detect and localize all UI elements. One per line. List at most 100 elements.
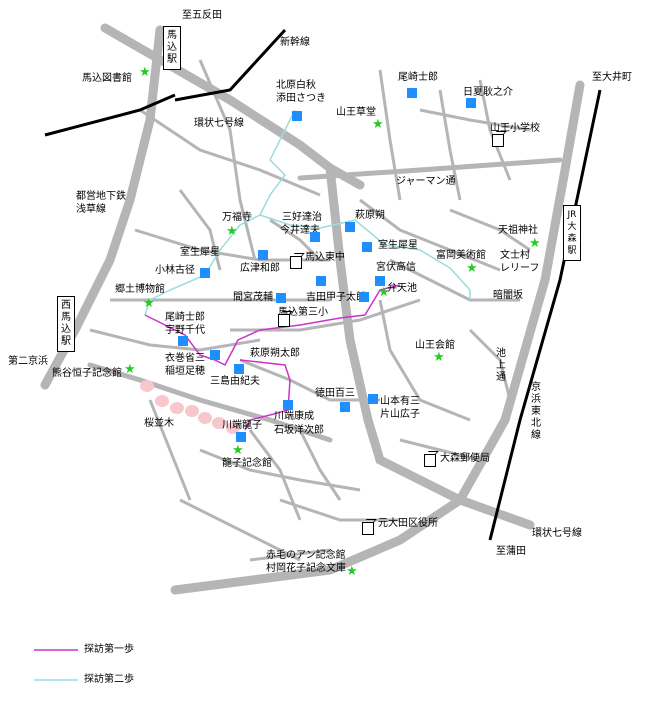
star-marker[interactable]: ★ [466, 261, 478, 276]
label-muro: 室生犀星 [180, 247, 220, 258]
star-marker[interactable]: ★ [124, 362, 136, 377]
label-kobayashi: 小林古径 [155, 265, 195, 276]
label-ikegami: 池上通 [496, 348, 506, 383]
railway-keihin-tohoku [488, 89, 602, 541]
label-jerman: ジャーマン通 [396, 176, 456, 187]
railway-shinkansen [174, 28, 287, 102]
legend-label-walk2: 探訪第二歩 [84, 674, 134, 685]
building-marker[interactable] [362, 522, 374, 535]
label-komada: 宮伏高信 [376, 262, 416, 273]
house-marker[interactable] [236, 432, 246, 442]
label-tomioka: 富岡美術館 [436, 250, 486, 261]
road-jerman [297, 157, 563, 181]
label-omori-post: 大森郵便局 [440, 453, 490, 464]
label-mishima: 三島由紀夫 [210, 376, 260, 387]
house-marker[interactable] [200, 268, 210, 278]
label-north-station-dir: 至五反田 [182, 10, 222, 21]
label-higashi-naka: 馬込東中 [305, 252, 345, 263]
house-marker[interactable] [258, 250, 268, 260]
label-muro2: 室生犀星 [378, 240, 418, 251]
label-mamiya: 間宮茂輔 [233, 292, 273, 303]
cherry-tree [226, 422, 240, 434]
label-manpukuji: 万福寺 [222, 212, 252, 223]
house-marker[interactable] [178, 336, 188, 346]
label-tokuda: 徳田百三 [315, 388, 355, 399]
house-marker[interactable] [316, 276, 326, 286]
label-kinugasa: 衣巻省三 [165, 353, 205, 364]
label-hinatsu: 日夏耿之介 [463, 87, 513, 98]
cherry-tree [212, 417, 226, 429]
house-marker[interactable] [292, 111, 302, 121]
label-oimachi: 至大井町 [592, 72, 632, 83]
station-omori[interactable]: JR大森駅 [563, 205, 581, 261]
house-marker[interactable] [345, 222, 355, 232]
label-second-keihin: 第二京浜 [8, 356, 48, 367]
label-ishizaka: 石坂洋次郎 [274, 425, 324, 436]
star-marker[interactable]: ★ [143, 296, 155, 311]
road-southwest [87, 362, 333, 443]
building-marker[interactable] [278, 314, 290, 327]
label-asakusa2: 浅草線 [76, 204, 106, 215]
house-marker[interactable] [359, 292, 369, 302]
label-benten: 弁天池 [387, 283, 417, 294]
house-marker[interactable] [210, 350, 220, 360]
label-asakusa1: 都営地下鉄 [76, 191, 126, 202]
cherry-tree [140, 380, 154, 392]
label-inagaki: 稲垣足穂 [165, 366, 205, 377]
star-marker[interactable]: ★ [346, 564, 358, 579]
label-kitahara: 北原白秋 [276, 80, 316, 91]
house-marker[interactable] [283, 400, 293, 410]
label-magome-es: 馬込第三小 [278, 307, 328, 318]
label-hagiwara2: 萩原朔太郎 [250, 348, 300, 359]
star-marker[interactable]: ★ [372, 117, 384, 132]
label-ozaki: 尾崎士郎 [398, 72, 438, 83]
star-marker[interactable]: ★ [378, 285, 390, 300]
railway-asakusa [44, 93, 176, 137]
building-marker[interactable] [424, 454, 436, 467]
house-marker[interactable] [234, 364, 244, 374]
cherry-tree [185, 405, 199, 417]
label-sakura: 桜並木 [144, 418, 174, 429]
star-marker[interactable]: ★ [226, 224, 238, 239]
label-yoshida: 吉田甲子太郎 [306, 292, 366, 303]
star-marker[interactable]: ★ [232, 443, 244, 458]
star-marker[interactable]: ★ [139, 65, 151, 80]
star-marker[interactable]: ★ [529, 236, 541, 251]
cherry-tree [170, 402, 184, 414]
label-hirotsu: 広津和郎 [240, 263, 280, 274]
label-miyoshi: 三好達治 [282, 212, 322, 223]
station-magome[interactable]: 馬込駅 [163, 26, 181, 70]
label-ryuta: 添田さつき [276, 93, 326, 104]
house-marker[interactable] [362, 242, 372, 252]
house-marker[interactable] [340, 402, 350, 412]
railways [44, 28, 602, 541]
label-keihin-tohoku: 京浜東北線 [531, 382, 541, 441]
label-kawabata: 川端康成 [274, 411, 314, 422]
building-marker[interactable] [492, 134, 504, 147]
label-imai: 今井達夫 [280, 225, 320, 236]
label-ozaki2: 尾崎士郎 [165, 312, 205, 323]
label-kamata: 至蒲田 [496, 546, 526, 557]
label-kyodo: 郷土博物館 [115, 284, 165, 295]
route-walk1 [144, 284, 401, 431]
house-marker[interactable] [276, 293, 286, 303]
label-bunshimura1: 文士村 [500, 250, 530, 261]
star-marker[interactable]: ★ [433, 350, 445, 365]
house-marker[interactable] [407, 88, 417, 98]
building-marker[interactable] [290, 256, 302, 269]
cherry-tree [198, 412, 212, 424]
legend-label-walk1: 探訪第一歩 [84, 644, 134, 655]
cherry-tree [155, 395, 169, 407]
house-marker[interactable] [466, 98, 476, 108]
house-marker[interactable] [375, 276, 385, 286]
label-anne1: 赤毛のアン記念館 [266, 550, 346, 561]
label-kawabata-ryushi: 川端龍子 [222, 420, 262, 431]
label-bunshimura2: レリーフ [500, 263, 540, 274]
house-marker[interactable] [310, 232, 320, 242]
label-hagiwara: 萩原朔 [355, 210, 385, 221]
house-marker[interactable] [368, 394, 378, 404]
station-nishimagome[interactable]: 西馬込駅 [57, 296, 75, 352]
label-shinkansen: 新幹線 [280, 37, 310, 48]
label-anne2: 村岡花子記念文庫 [266, 563, 346, 574]
